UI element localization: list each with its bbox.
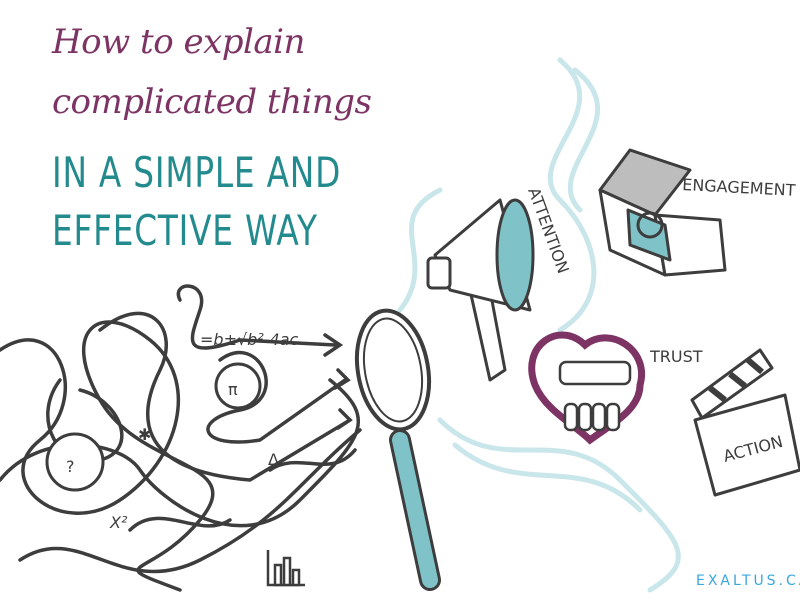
title-line-1: How to explain — [52, 22, 305, 62]
brand-link[interactable]: EXALTUS.CA — [696, 573, 800, 589]
wave-lines — [397, 57, 681, 593]
megaphone-icon — [426, 198, 535, 382]
question-circle — [45, 432, 105, 492]
x-squared: X² — [109, 513, 128, 532]
title-line-4: EFFECTIVE WAY — [52, 206, 318, 255]
ring-box-icon — [598, 148, 727, 277]
delta-symbol: Δ — [268, 450, 279, 469]
heart-hands-icon — [528, 331, 646, 445]
tangled-lines — [0, 284, 362, 592]
bar-chart-icon — [266, 550, 305, 587]
asterisk-icon: ✱ — [138, 425, 151, 444]
label-engagement: ENGAGEMENT — [682, 175, 796, 200]
magnifier-icon — [354, 308, 441, 591]
pi-circle — [214, 362, 262, 410]
title-line-3: IN A SIMPLE AND — [52, 148, 342, 197]
title-line-2: complicated things — [52, 82, 372, 122]
clapperboard-icon — [690, 348, 800, 497]
label-trust: TRUST — [649, 347, 703, 366]
formula: =b±√b²-4ac — [200, 330, 298, 349]
question-mark: ? — [66, 457, 75, 476]
pi-symbol: π — [228, 380, 238, 399]
